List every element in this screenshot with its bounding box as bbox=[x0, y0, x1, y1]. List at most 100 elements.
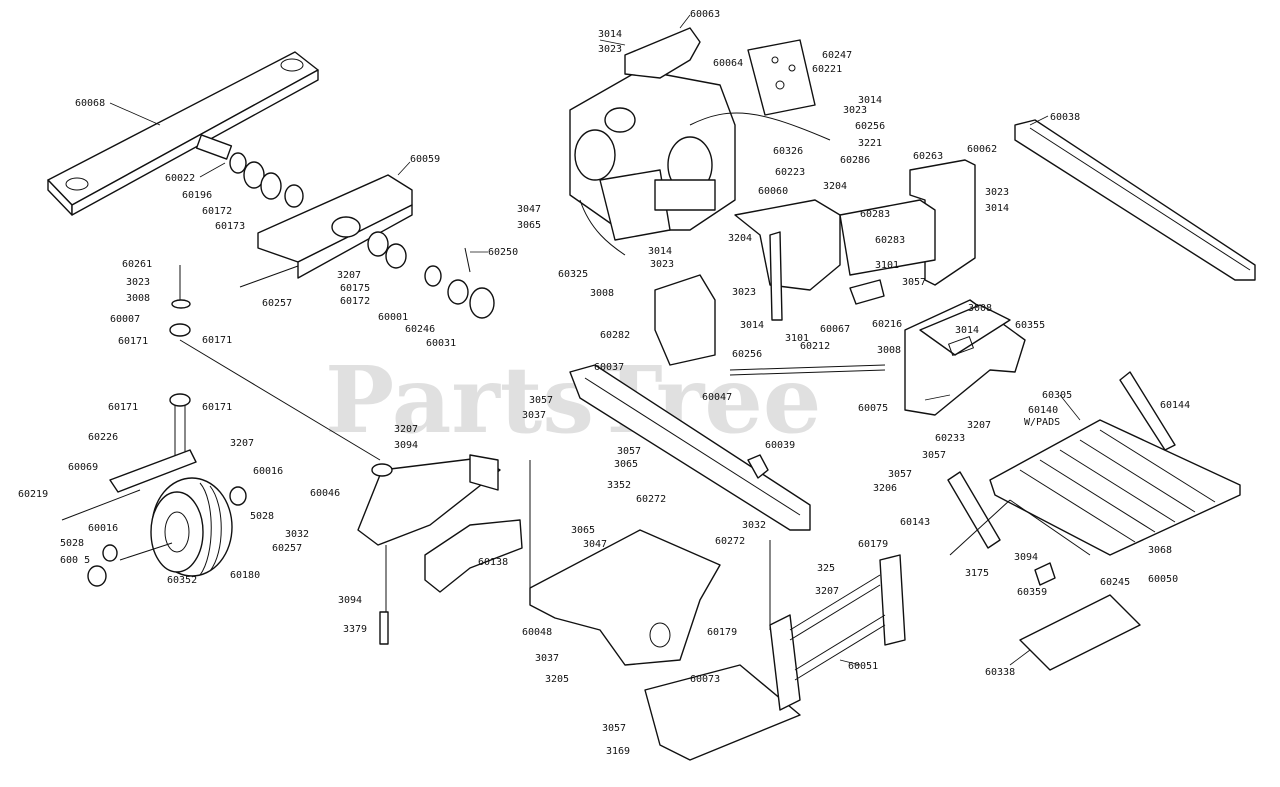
callout: 3008 bbox=[590, 288, 614, 299]
callout: 3014 bbox=[955, 325, 979, 336]
callout: 60007 bbox=[110, 314, 140, 325]
steering-arm-60046[interactable] bbox=[357, 454, 501, 546]
callout: 60226 bbox=[88, 432, 118, 443]
callout: 60272 bbox=[715, 536, 745, 547]
callout: 3205 bbox=[545, 674, 569, 685]
callout: 60138 bbox=[478, 557, 508, 568]
spindle-60069[interactable] bbox=[61, 449, 197, 521]
callout: 60326 bbox=[773, 146, 803, 157]
callout: 3207 bbox=[230, 438, 254, 449]
callout: 3014 bbox=[648, 246, 672, 257]
callout: 3057 bbox=[602, 723, 626, 734]
callout: 3207 bbox=[394, 424, 418, 435]
callout: 60068 bbox=[75, 98, 105, 109]
seat-plate-60048[interactable] bbox=[529, 460, 721, 666]
callout: 325 bbox=[817, 563, 835, 574]
engine-mount-60060[interactable] bbox=[734, 199, 841, 321]
footrest-60305[interactable] bbox=[989, 419, 1241, 556]
frame-60051[interactable] bbox=[769, 540, 906, 711]
callout: 3101 bbox=[785, 333, 809, 344]
callout: 3014 bbox=[858, 95, 882, 106]
callout: 3023 bbox=[843, 105, 867, 116]
front-axle-beam[interactable] bbox=[47, 51, 319, 216]
callout: 3008 bbox=[877, 345, 901, 356]
shaft-60047[interactable] bbox=[729, 364, 886, 371]
bracket-60143[interactable] bbox=[947, 471, 1001, 549]
callout: 60359 bbox=[1017, 587, 1047, 598]
callout: 60286 bbox=[840, 155, 870, 166]
callout: 60062 bbox=[967, 144, 997, 155]
pad-60359[interactable] bbox=[1034, 562, 1056, 586]
callout: 60263 bbox=[913, 151, 943, 162]
callout: 60037 bbox=[594, 362, 624, 373]
callout: 3206 bbox=[873, 483, 897, 494]
callout: 60338 bbox=[985, 667, 1015, 678]
bracket-60283[interactable] bbox=[839, 199, 936, 276]
callout: 3065 bbox=[571, 525, 595, 536]
callout: 60016 bbox=[88, 523, 118, 534]
bracket-60256[interactable] bbox=[654, 274, 716, 366]
front-wheel-60180[interactable] bbox=[150, 477, 233, 577]
panel-60064[interactable] bbox=[747, 39, 816, 116]
leader-lines bbox=[109, 14, 1081, 666]
callout: 60247 bbox=[822, 50, 852, 61]
callout: W/PADS bbox=[1024, 417, 1060, 428]
callout: 3057 bbox=[902, 277, 926, 288]
air-cleaner-60063[interactable] bbox=[624, 27, 701, 79]
callout: 600 5 bbox=[60, 555, 90, 566]
callout: 60172 bbox=[340, 296, 370, 307]
callout: 3207 bbox=[815, 586, 839, 597]
callout: 3037 bbox=[535, 653, 559, 664]
callout: 60144 bbox=[1160, 400, 1190, 411]
callout: 3068 bbox=[1148, 545, 1172, 556]
wheel-hardware[interactable] bbox=[87, 486, 247, 587]
callout: 3057 bbox=[888, 469, 912, 480]
callout: 3207 bbox=[967, 420, 991, 431]
callout: 3204 bbox=[823, 181, 847, 192]
rail-60038[interactable] bbox=[1014, 119, 1256, 281]
callout: 60257 bbox=[272, 543, 302, 554]
axle-bracket-60059[interactable] bbox=[257, 174, 413, 279]
frame-rail-60037[interactable] bbox=[569, 364, 811, 531]
callout: 60272 bbox=[636, 494, 666, 505]
spindle-stack[interactable] bbox=[195, 134, 304, 208]
callout: 60180 bbox=[230, 570, 260, 581]
pin-3379-body[interactable] bbox=[379, 611, 389, 645]
callout: 3352 bbox=[607, 480, 631, 491]
plate-60073[interactable] bbox=[644, 664, 801, 761]
engine[interactable] bbox=[569, 69, 831, 256]
callout: 3023 bbox=[598, 44, 622, 55]
callout: 60059 bbox=[410, 154, 440, 165]
watermark: PartsTree bbox=[325, 346, 821, 454]
callout: 60221 bbox=[812, 64, 842, 75]
kingpin-stack[interactable] bbox=[169, 265, 381, 461]
callout: 3037 bbox=[522, 410, 546, 421]
callout: 3014 bbox=[598, 29, 622, 40]
callout: 3008 bbox=[126, 293, 150, 304]
callout: 60069 bbox=[68, 462, 98, 473]
callout: 3094 bbox=[1014, 552, 1038, 563]
callout: 3057 bbox=[922, 450, 946, 461]
callout: 60046 bbox=[310, 488, 340, 499]
callout: 60175 bbox=[340, 283, 370, 294]
hub-parts[interactable] bbox=[239, 247, 495, 319]
callout: 60073 bbox=[690, 674, 720, 685]
callout: 3204 bbox=[728, 233, 752, 244]
callout: 60022 bbox=[165, 173, 195, 184]
bracket-60144[interactable] bbox=[1119, 371, 1176, 451]
callout: 3101 bbox=[875, 260, 899, 271]
bracket-60039[interactable] bbox=[747, 454, 769, 479]
link-60067[interactable] bbox=[849, 279, 885, 305]
callout: 3008 bbox=[968, 303, 992, 314]
callout: 60016 bbox=[253, 466, 283, 477]
callout: 60212 bbox=[800, 341, 830, 352]
callout: 3014 bbox=[740, 320, 764, 331]
shield-60355[interactable] bbox=[919, 304, 1011, 357]
steering-arm-60138[interactable] bbox=[424, 519, 523, 593]
callout: 60179 bbox=[707, 627, 737, 638]
callout: 60039 bbox=[765, 440, 795, 451]
callout: 60067 bbox=[820, 324, 850, 335]
callout: 60256 bbox=[732, 349, 762, 360]
plate-60338[interactable] bbox=[1019, 594, 1141, 671]
